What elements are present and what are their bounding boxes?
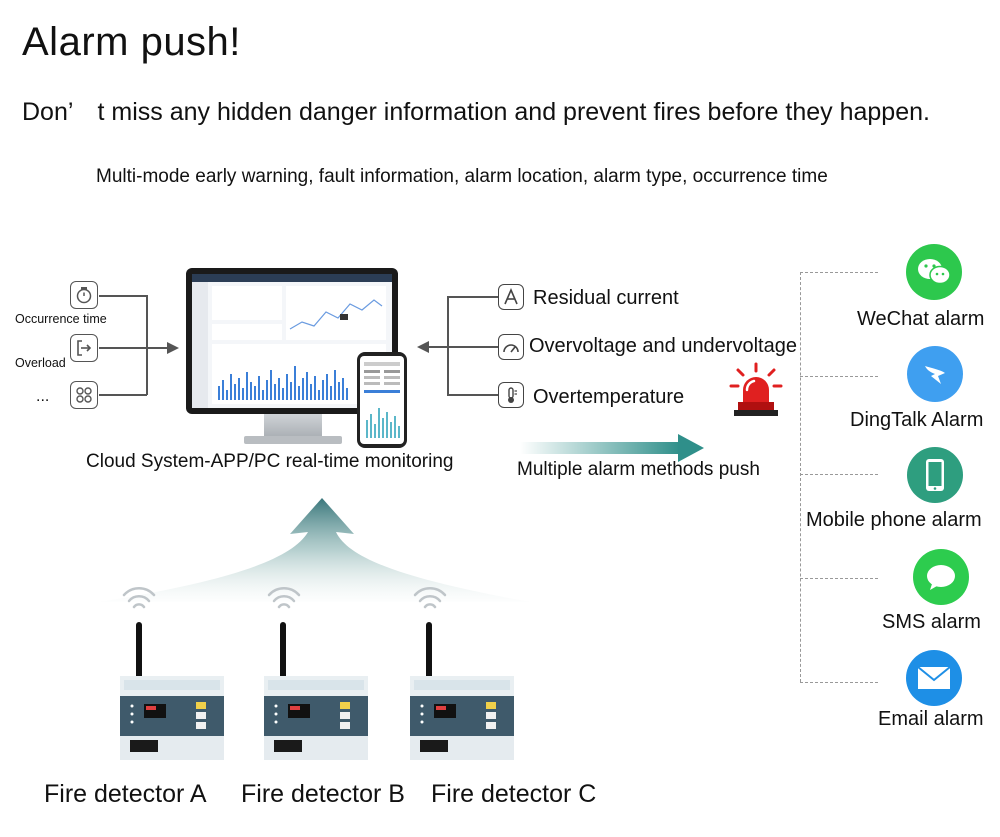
sms-alarm-label: SMS alarm: [882, 611, 981, 633]
dashed-connector: [800, 272, 878, 273]
dashed-connector: [800, 376, 878, 377]
fire-detector-c-label: Fire detector C: [431, 780, 597, 808]
fire-detector-device: [120, 622, 224, 760]
overtemperature-label: Overtemperature: [533, 386, 685, 408]
email-alarm-label: Email alarm: [878, 708, 984, 730]
more-label: ...: [36, 388, 50, 405]
mobile-phone-alarm-label: Mobile phone alarm: [806, 509, 982, 531]
phone-screen: [360, 356, 404, 444]
arrow-right-icon: [167, 342, 179, 354]
residual-current-icon: [498, 284, 524, 310]
page-title: Alarm push!: [22, 20, 241, 64]
connector-line: [99, 347, 147, 349]
sms-icon: [913, 549, 969, 605]
exit-icon: [70, 334, 98, 362]
monitor-base: [244, 436, 342, 444]
dashed-connector: [800, 474, 878, 475]
wechat-alarm-label: WeChat alarm: [857, 308, 985, 330]
fire-detector-device: [264, 622, 368, 760]
app-illustration: [364, 362, 400, 438]
dingtalk-alarm-label: DingTalk Alarm: [850, 409, 984, 431]
connector-line: [448, 394, 498, 396]
push-methods-label: Multiple alarm methods push: [517, 459, 760, 480]
connector-line: [146, 295, 148, 395]
wifi-signal-icon: [267, 586, 301, 609]
page-subtitle: Don’ t miss any hidden danger informatio…: [22, 98, 930, 126]
connector-line: [99, 394, 147, 396]
monitor-stand: [264, 414, 322, 438]
dashed-connector: [800, 272, 801, 682]
signal-uplink-arrow: [100, 498, 530, 602]
dashed-connector: [800, 682, 878, 683]
thermometer-icon: [498, 382, 524, 408]
connector-line: [428, 346, 448, 348]
residual-current-label: Residual current: [533, 287, 679, 309]
connector-line: [146, 347, 170, 349]
page-tagline: Multi-mode early warning, fault informat…: [96, 166, 828, 187]
push-arrow: [520, 434, 704, 462]
grid-icon: [70, 381, 98, 409]
overvoltage-label: Overvoltage and undervoltage: [529, 335, 797, 357]
smartphone: [357, 352, 407, 448]
timer-icon: [70, 281, 98, 309]
arrow-left-icon: [417, 341, 429, 353]
fire-detector-a-label: Fire detector A: [44, 780, 207, 808]
dingtalk-icon: [907, 346, 963, 402]
wifi-signal-icon: [413, 586, 447, 609]
fire-detector-device: [410, 622, 514, 760]
gauge-icon: [498, 334, 524, 360]
connector-line: [99, 295, 147, 297]
connector-line: [448, 296, 498, 298]
email-icon: [906, 650, 962, 706]
cloud-monitoring-label: Cloud System-APP/PC real-time monitoring: [86, 451, 454, 472]
connector-line: [448, 346, 498, 348]
occurrence-time-label: Occurrence time: [15, 312, 107, 326]
dashed-connector: [800, 578, 878, 579]
overload-label: Overload: [15, 356, 66, 370]
fire-detector-b-label: Fire detector B: [241, 780, 405, 808]
siren-icon: [729, 362, 783, 416]
mobile-phone-icon: [907, 447, 963, 503]
wifi-signal-icon: [122, 586, 156, 609]
wechat-icon: [906, 244, 962, 300]
